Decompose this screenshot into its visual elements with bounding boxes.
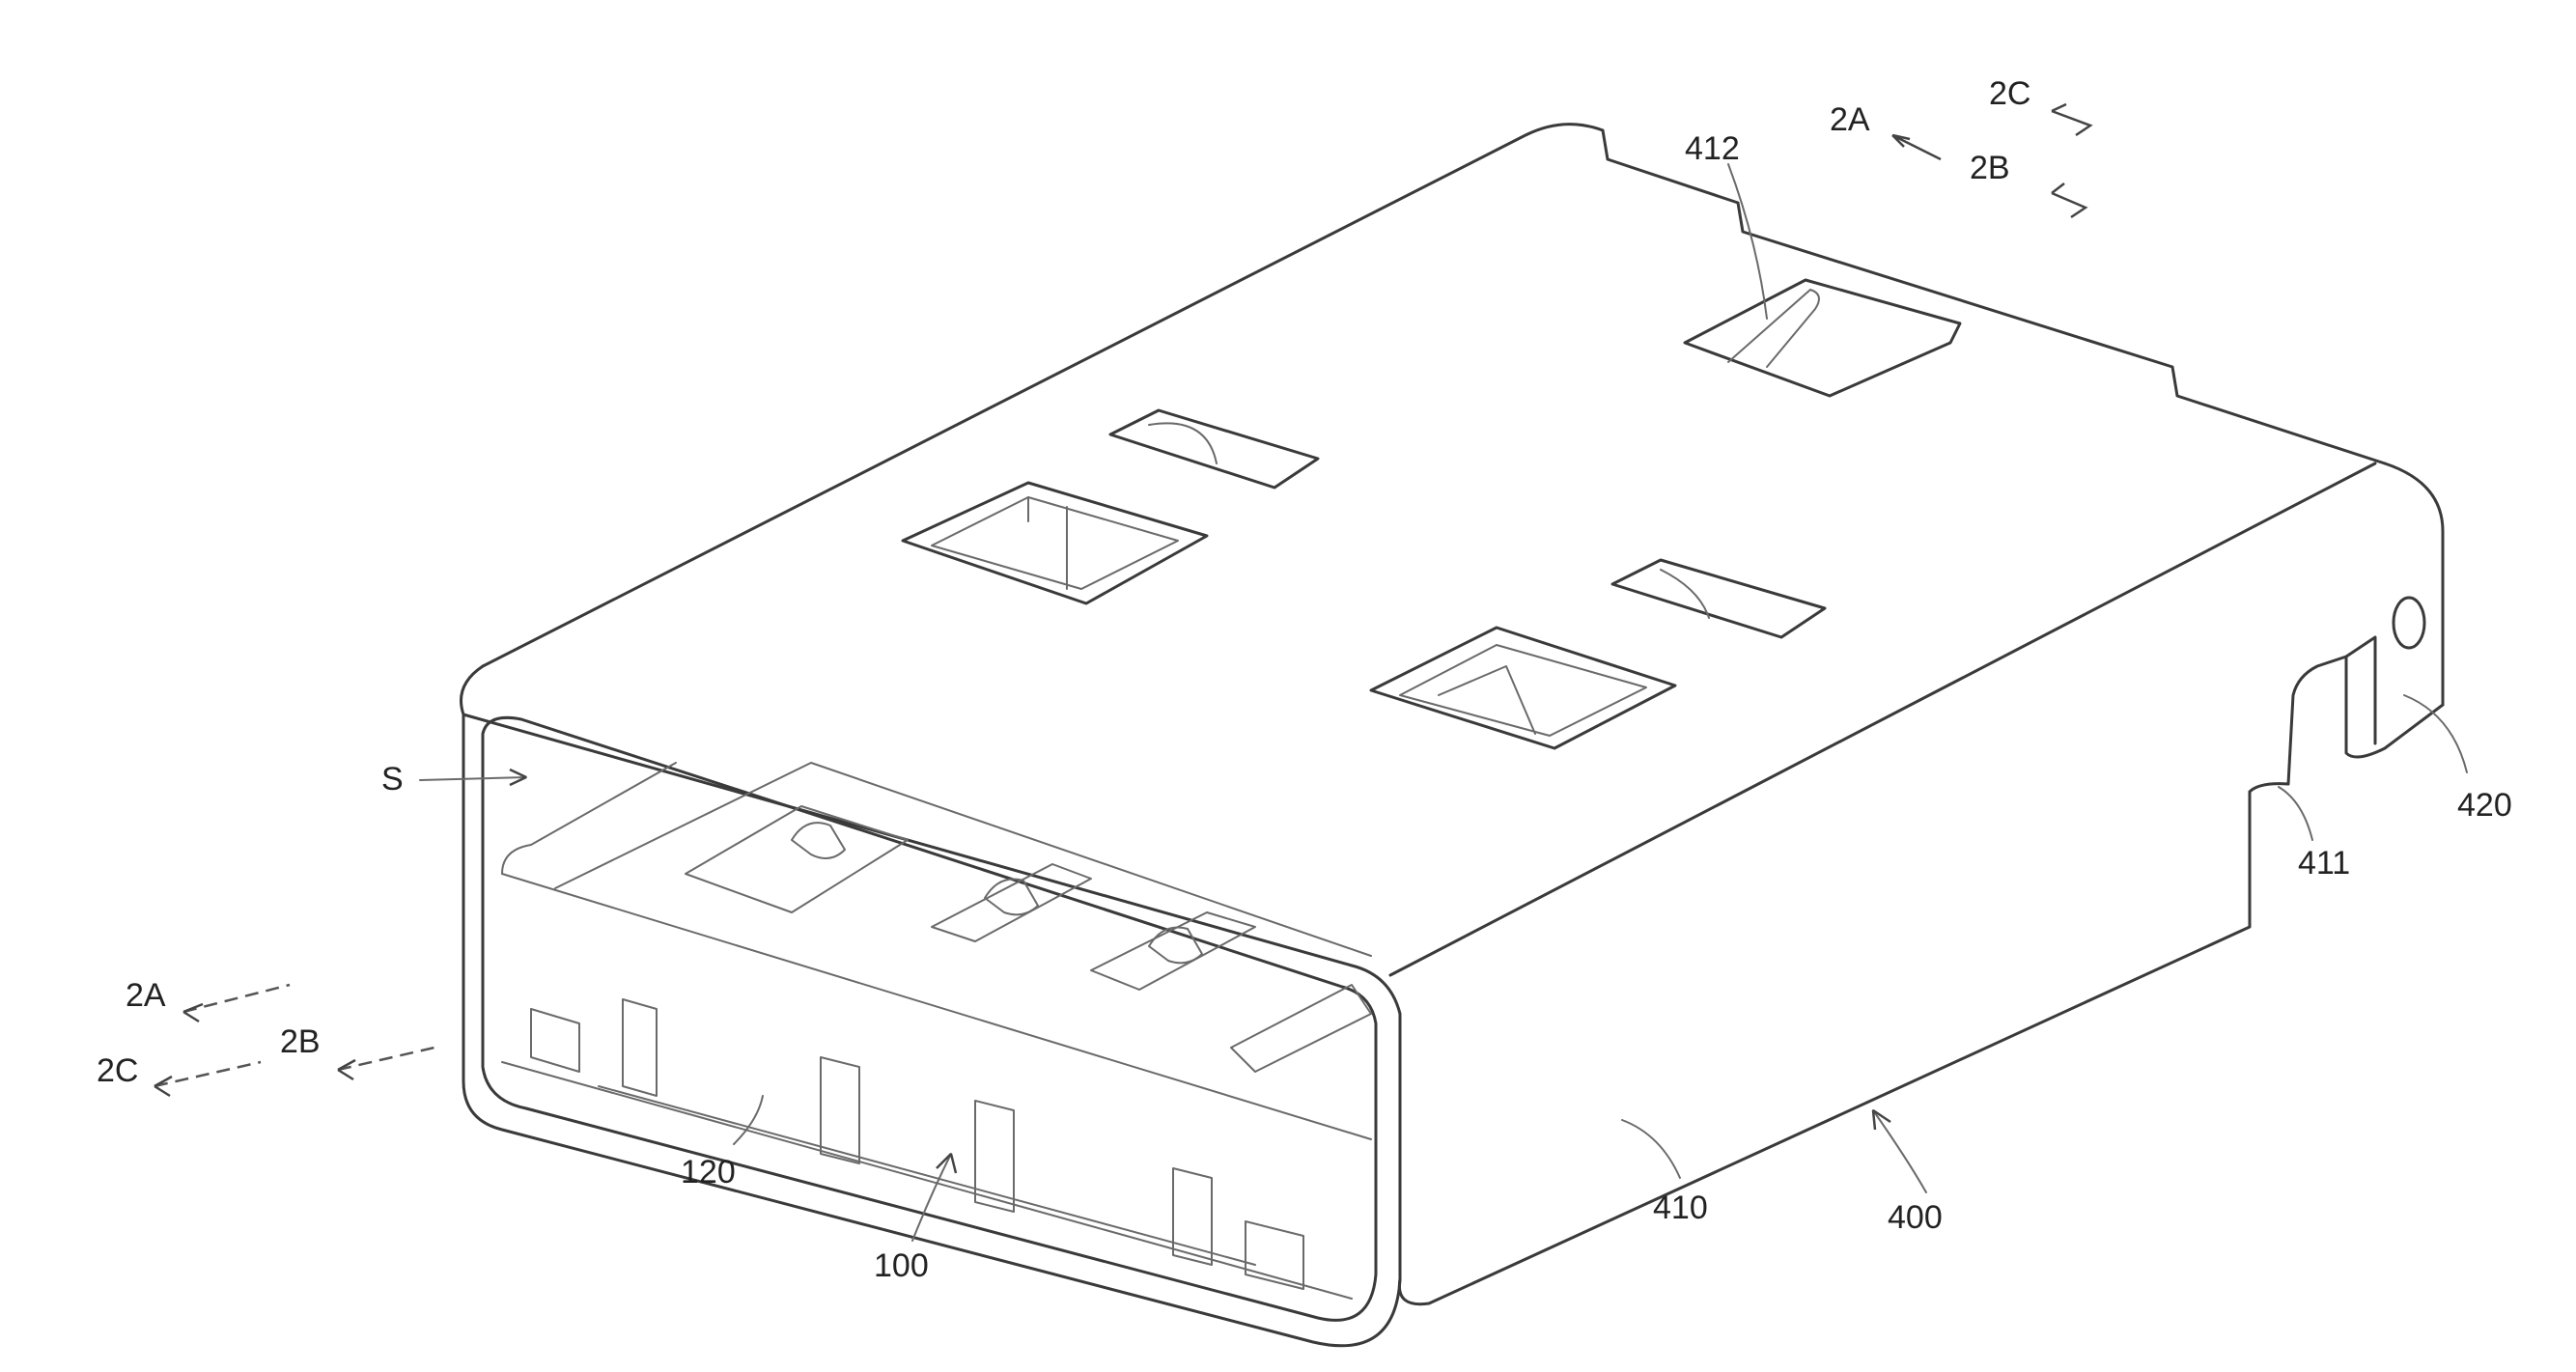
rib-1 — [531, 1009, 579, 1072]
slot-upper — [1110, 410, 1318, 488]
label-top-opening: 412 — [1685, 130, 1740, 167]
contact-pad-4 — [1231, 985, 1371, 1072]
label-connector: 100 — [874, 1247, 929, 1284]
label-insulator: 120 — [681, 1154, 736, 1190]
tongue-top-edge — [502, 874, 1371, 1139]
contact-pad-2 — [932, 864, 1091, 941]
label-space: S — [381, 761, 404, 798]
leader-lines — [420, 164, 2467, 1241]
slot-right — [1612, 560, 1825, 637]
contact-pad-1 — [686, 806, 908, 912]
leader-100 — [912, 1154, 951, 1241]
label-mount-tab: 420 — [2457, 787, 2512, 824]
label-section-2c-left: 2C — [97, 1052, 138, 1089]
label-section-2c-top: 2C — [1989, 75, 2030, 112]
arrow-2b-top — [2052, 183, 2086, 217]
label-shell: 400 — [1888, 1199, 1943, 1236]
cut-line-2c-left — [154, 1062, 261, 1086]
shell-right-corner — [2385, 463, 2443, 705]
shell-side-top-edge — [1390, 463, 2375, 975]
shell-front-top-edge — [462, 666, 1401, 1014]
shell-top-left-edge — [483, 125, 1603, 666]
receptacle-front — [463, 714, 1400, 1346]
shell-body — [462, 125, 2444, 1304]
reference-labels: S 412 420 411 410 400 120 100 2A 2B 2C 2… — [97, 75, 2512, 1284]
leader-411 — [2279, 787, 2312, 840]
opening-large-right-spring — [1439, 666, 1535, 734]
leader-412 — [1728, 164, 1767, 319]
leader-s — [420, 777, 526, 780]
arrow-2c-top — [2052, 104, 2090, 135]
cut-line-2b-left — [338, 1048, 434, 1070]
cut-line-2a-left — [183, 985, 290, 1012]
front-frame-outer — [463, 714, 1400, 1346]
leader-400-head — [1873, 1110, 1890, 1130]
leader-410 — [1622, 1120, 1680, 1178]
leader-120 — [734, 1096, 763, 1144]
label-section-2b-top: 2B — [1970, 150, 2010, 186]
opening-412 — [1685, 280, 1960, 396]
front-frame-inner — [483, 717, 1376, 1320]
label-section-2b-left: 2B — [280, 1023, 321, 1060]
label-section-2a-left: 2A — [126, 977, 166, 1014]
label-section-2a-top: 2A — [1830, 101, 1870, 138]
top-openings — [903, 280, 1960, 748]
leader-420 — [2404, 695, 2467, 772]
shell-side-notch — [2250, 657, 2443, 792]
label-shell-side: 410 — [1653, 1190, 1708, 1226]
arrow-2a-left — [183, 1004, 203, 1022]
arrow-2a-top — [1892, 135, 1941, 159]
label-notch: 411 — [2298, 845, 2350, 882]
mount-tab-hole — [2394, 598, 2424, 648]
opening-large-left — [903, 483, 1207, 603]
shell-side-bottom-edge — [1399, 792, 2250, 1304]
rib-2 — [623, 999, 657, 1096]
opening-412-spring — [1728, 290, 1819, 367]
mount-tab-outline — [2346, 637, 2375, 743]
leader-400 — [1873, 1110, 1926, 1192]
tongue-upper — [502, 763, 676, 874]
rib-6 — [1246, 1221, 1303, 1289]
opening-large-right — [1371, 628, 1675, 748]
contact-spring-1 — [792, 823, 845, 858]
